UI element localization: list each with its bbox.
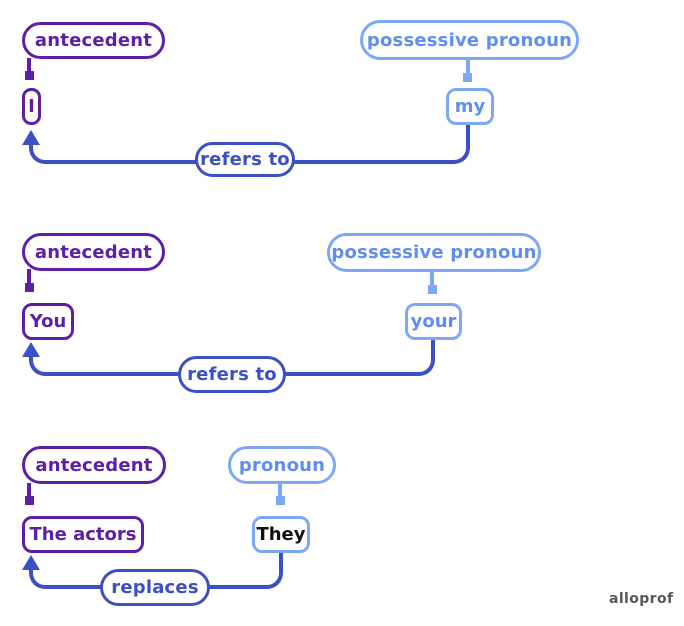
connector-left-elbow (29, 356, 239, 376)
antecedent-stem-endpoint (25, 71, 34, 80)
possessive-pronoun-label-pill: possessive pronoun (360, 20, 579, 60)
antecedent-stem-endpoint (25, 496, 34, 505)
antecedent-label-pill: antecedent (22, 233, 165, 271)
pronoun-stem-endpoint (463, 73, 472, 82)
antecedent-word-box: You (22, 303, 74, 340)
pronoun-word-box: my (446, 88, 494, 125)
pronoun-stem-line (466, 59, 470, 74)
relation-pill: refers to (195, 142, 295, 177)
antecedent-label-pill: antecedent (22, 22, 165, 59)
pronoun-word-box: your (405, 303, 462, 340)
pronoun-stem-line (278, 483, 282, 498)
connector-arrowhead-icon (22, 130, 40, 145)
pronoun-word-box: They (252, 516, 310, 553)
pronoun-label-pill: pronoun (228, 446, 336, 484)
antecedent-stem-line (27, 58, 31, 73)
connector-left-elbow (29, 144, 269, 164)
connector-arrowhead-icon (22, 342, 40, 357)
possessive-pronoun-label-pill: possessive pronoun (327, 233, 541, 272)
connector-right-elbow (180, 552, 283, 589)
antecedent-stem-line (27, 269, 31, 285)
relation-pill: replaces (100, 569, 210, 606)
antecedent-word-box: I (22, 88, 41, 125)
connector-right-elbow (260, 124, 470, 164)
antecedent-stem-endpoint (25, 283, 34, 292)
alloprof-watermark: alloprof (609, 591, 674, 607)
pronoun-stem-endpoint (276, 496, 285, 505)
antecedent-word-box: The actors (22, 516, 144, 553)
antecedent-label-pill: antecedent (22, 446, 166, 484)
connector-arrowhead-icon (22, 555, 40, 570)
connector-right-elbow (230, 339, 435, 376)
antecedent-stem-line (27, 483, 31, 498)
relation-pill: refers to (178, 356, 286, 393)
pronoun-stem-line (430, 271, 434, 286)
pronoun-stem-endpoint (428, 285, 437, 294)
